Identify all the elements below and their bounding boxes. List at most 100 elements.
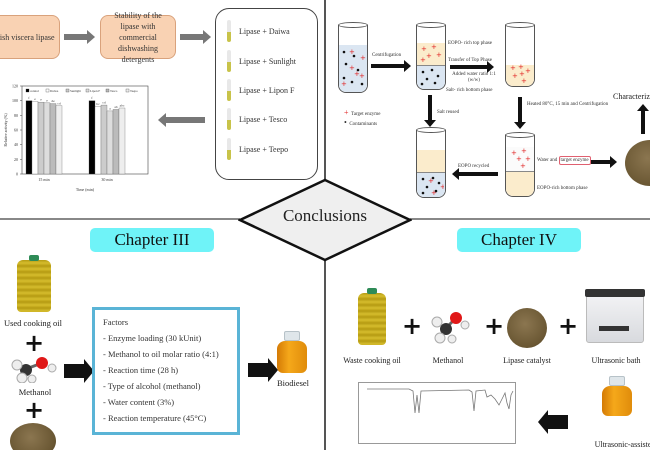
svg-text:+: + bbox=[525, 67, 531, 75]
lipase-catalyst-disc bbox=[507, 308, 547, 348]
svg-text:+: + bbox=[519, 70, 525, 78]
detergent-label: Lipase + Daiwa bbox=[239, 26, 290, 36]
test-tube-icon bbox=[227, 138, 231, 160]
svg-text:+: + bbox=[420, 56, 426, 64]
label-salt-reused: Salt reused bbox=[437, 110, 460, 115]
cooking-oil-bottle-icon bbox=[17, 260, 51, 312]
gray-arrow-right-2 bbox=[180, 30, 211, 44]
arrow-characterization bbox=[637, 104, 649, 134]
y-tick-label: 80 bbox=[14, 113, 18, 118]
svg-text:+: + bbox=[510, 64, 516, 72]
gray-arrow-left bbox=[158, 113, 205, 127]
tube-two-phase bbox=[416, 25, 446, 90]
bar-label: a bbox=[109, 106, 111, 110]
flow-step-stability: Stability of the lipase with commercial … bbox=[100, 11, 176, 64]
test-tube-icon bbox=[227, 108, 231, 130]
bar-label: bc bbox=[96, 102, 100, 106]
svg-text:+: + bbox=[521, 77, 527, 85]
divider-horizontal-right bbox=[410, 218, 650, 220]
tube-rim bbox=[505, 132, 535, 138]
lipase-catalyst-disc bbox=[10, 423, 56, 450]
bar-label: de bbox=[51, 99, 55, 103]
bar bbox=[88, 100, 96, 175]
label-water-ratio: Added water ratio 1:1 (w/w) bbox=[452, 72, 496, 83]
test-tube-icon bbox=[227, 79, 231, 101]
legend-contaminants: • Contaminants bbox=[344, 119, 377, 128]
label-heated: Heated 80°C, 15 min and Centrifugation bbox=[527, 102, 609, 107]
label-ultrasonic-bath: Ultrasonic bath bbox=[591, 356, 641, 365]
gray-arrow-right-1 bbox=[64, 30, 95, 44]
label-waste-cooking-oil: Waste cooking oil bbox=[343, 356, 401, 365]
plus-icon: + bbox=[558, 312, 579, 340]
bath-panel bbox=[599, 326, 629, 331]
label-transfer: Transfer of Top Phase bbox=[448, 58, 492, 63]
svg-text:+: + bbox=[359, 72, 365, 80]
plus-icon: + bbox=[24, 396, 45, 424]
detergent-item: Lipase + Daiwa bbox=[227, 20, 290, 42]
label-lipase-catalyst: Lipase catalyst bbox=[503, 356, 551, 365]
test-tube-icon bbox=[227, 20, 231, 42]
legend-label: Sunlight bbox=[70, 89, 81, 93]
svg-text:+: + bbox=[431, 44, 437, 51]
bar bbox=[25, 100, 33, 175]
biodiesel-bottle-icon bbox=[277, 331, 307, 373]
bar bbox=[100, 104, 108, 175]
bar-label: e bbox=[34, 97, 36, 101]
svg-text:+: + bbox=[440, 183, 444, 191]
bar bbox=[37, 101, 45, 175]
detergent-label: Lipase + Lipon F bbox=[239, 85, 295, 95]
bottle-neck bbox=[609, 376, 625, 386]
ultrasonic-biodiesel-bottle-icon bbox=[602, 376, 632, 416]
waste-oil-bottle-icon bbox=[358, 293, 386, 345]
flow-step-stability-text: Stability of the lipase with commercial … bbox=[114, 10, 162, 64]
svg-text:+: + bbox=[354, 70, 360, 78]
plus-icon: + bbox=[484, 312, 505, 340]
methanol-molecule-icon bbox=[11, 357, 57, 383]
bar-label: cd bbox=[102, 101, 106, 105]
factors-box: Factors - Enzyme loading (30 kUnit) - Me… bbox=[92, 307, 240, 435]
chapter-3-title: Chapter III bbox=[90, 228, 214, 252]
ftir-spectrum-chart bbox=[358, 382, 516, 444]
test-tube-icon bbox=[227, 50, 231, 72]
arrow-salt-reused bbox=[424, 95, 436, 127]
plus-icon: + bbox=[24, 329, 45, 357]
label-bottom-phase: Salt- rich bottom phase bbox=[446, 88, 493, 93]
x-tick-label: 15 min bbox=[38, 177, 49, 182]
y-tick-label: 0 bbox=[16, 172, 18, 177]
legend-swatch bbox=[105, 88, 110, 93]
legend-target-enzyme: + Target enzyme bbox=[344, 109, 380, 118]
bottle-cap bbox=[29, 255, 39, 261]
svg-text:+: + bbox=[428, 177, 434, 185]
particles-separated: +++++ bbox=[420, 44, 442, 86]
bar-label: ab bbox=[114, 105, 118, 109]
svg-text:+: + bbox=[520, 162, 526, 170]
particles-bottom: +++ bbox=[421, 176, 444, 197]
label-centrifugation: Centrifugation bbox=[372, 53, 402, 58]
bar bbox=[49, 103, 57, 175]
tube-top-phase bbox=[505, 25, 535, 87]
arrow-to-powder bbox=[591, 156, 617, 168]
top-phase-layer bbox=[506, 65, 534, 86]
particles-mixed: ++++++ bbox=[341, 48, 366, 88]
label-target-enzyme-highlight: target enzyme bbox=[558, 156, 591, 165]
y-tick-label: 60 bbox=[14, 128, 18, 133]
label-eopo-recycled: EOPO recycled bbox=[458, 164, 490, 169]
svg-text:+: + bbox=[521, 148, 527, 155]
bar bbox=[106, 110, 114, 175]
legend-swatch bbox=[85, 88, 90, 93]
legend-swatch bbox=[125, 88, 130, 93]
salt-layer bbox=[417, 172, 445, 197]
legend-label: Tesco bbox=[110, 89, 118, 93]
chapter-4-title: Chapter IV bbox=[457, 228, 581, 252]
factor-item: - Reaction temperature (45°C) bbox=[103, 413, 207, 423]
bar bbox=[55, 105, 63, 175]
svg-text:+: + bbox=[349, 64, 355, 72]
bar bbox=[118, 107, 126, 175]
divider-horizontal-left bbox=[0, 218, 240, 220]
particles-enzyme-water: +++++ bbox=[511, 148, 531, 170]
plus-icon: + bbox=[402, 312, 423, 340]
bath-rim bbox=[585, 289, 645, 297]
flow-step-lipase: Fish viscera lipase bbox=[0, 15, 60, 59]
factors-title: Factors bbox=[103, 317, 129, 327]
label-methanol: Methanol bbox=[18, 387, 52, 397]
